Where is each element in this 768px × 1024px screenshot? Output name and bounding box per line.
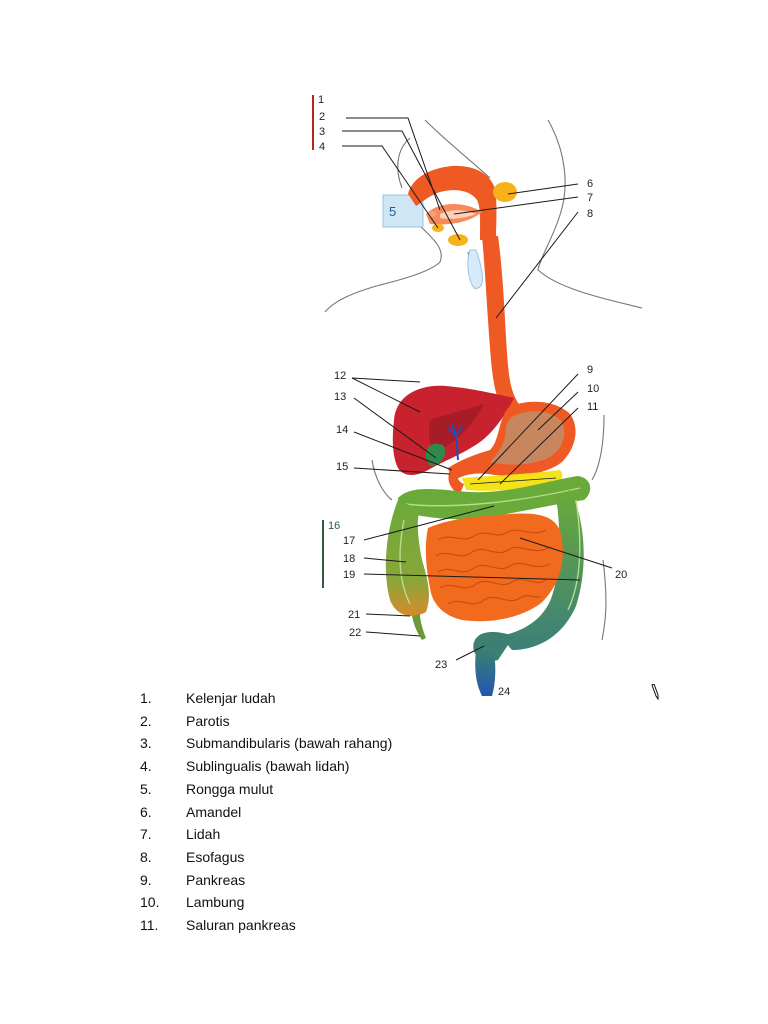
callout-8: 8 [587,208,593,220]
callout-16: 16 [328,520,340,532]
legend-label: Lidah [186,826,221,843]
legend-number: 2. [140,712,152,729]
legend-list: 1. Kelenjar ludah 2. Parotis 3. Submandibul… [140,687,392,937]
legend-item: 5. Rongga mulut [140,778,392,801]
leader-lines [342,117,613,661]
legend-number: 8. [140,848,152,865]
callout-21: 21 [348,609,360,621]
liver-shade [428,404,484,450]
callout-11: 11 [587,401,598,413]
parotid-gland [493,182,517,202]
legend-item: 9. Pankreas [140,869,392,892]
callout-15: 15 [336,461,348,473]
legend-item: 7. Lidah [140,823,392,846]
gallbladder-shape [425,443,446,466]
stomach-inner [490,411,565,465]
pen-cursor-icon [651,684,659,700]
callout-3: 3 [319,126,325,138]
legend-item: 8. Esofagus [140,846,392,869]
callout-12: 12 [334,370,346,382]
legend-label: Submandibularis (bawah rahang) [186,735,393,752]
legend-item: 6. Amandel [140,801,392,824]
legend-item: 11. Saluran pankreas [140,914,392,937]
legend-number: 7. [140,826,152,843]
callout-6: 6 [587,178,593,190]
digestive-system-diagram: 1 2 3 4 5 6 7 8 9 10 11 12 13 14 15 16 1… [312,94,643,698]
transverse-colon [398,476,591,520]
legend-label: Pankreas [186,871,246,888]
legend-label: Saluran pankreas [186,917,296,934]
legend-label: Kelenjar ludah [186,690,276,706]
legend-label: Esofagus [186,848,245,865]
legend-item: 10. Lambung [140,891,392,914]
legend-number: 6. [140,803,152,820]
callout-10: 10 [587,383,599,395]
callout-4: 4 [319,141,325,153]
legend-item: 1. Kelenjar ludah [140,687,392,710]
legend-number: 4. [140,758,152,775]
legend-item: 2. Parotis [140,710,392,733]
callout-5: 5 [389,204,396,219]
callout-numbers: 1 2 3 4 5 6 7 8 9 10 11 12 13 14 15 16 1… [318,94,627,698]
body-outline [324,119,643,641]
callout-9: 9 [587,364,593,376]
bile-duct [447,423,463,461]
legend-label: Sublingualis (bawah lidah) [186,758,350,775]
legend-label: Parotis [186,712,230,729]
legend-number: 10. [140,894,160,911]
larynx-shape [467,249,483,289]
legend-number: 11. [140,917,159,934]
callout-20: 20 [615,569,627,581]
callout-18: 18 [343,553,355,565]
callout-17: 17 [343,535,355,547]
legend-label: Rongga mulut [186,780,274,797]
legend-label: Amandel [186,803,242,820]
callout-2: 2 [319,111,325,123]
legend-item: 4. Sublingualis (bawah lidah) [140,755,392,778]
legend-number: 1. [140,690,152,706]
callout-7: 7 [587,192,593,204]
appendix-shape [412,614,426,640]
descending-colon [500,490,584,650]
callout-24: 24 [498,686,510,698]
callout-14: 14 [336,424,348,436]
callout-1: 1 [318,94,324,106]
ascending-colon [385,500,429,616]
esophagus-shape [482,236,524,420]
legend-number: 9. [140,871,152,888]
duodenum-shape [448,470,464,494]
legend-label: Lambung [186,894,245,911]
callout-22: 22 [349,627,361,639]
callout-23: 23 [435,659,447,671]
callout-19: 19 [343,569,355,581]
small-intestine-folds [435,529,551,605]
rectum-shape [475,650,496,696]
legend-number: 3. [140,735,152,752]
callout-13: 13 [334,391,346,403]
submandibular-gland [448,234,468,246]
legend-number: 5. [140,780,152,797]
legend-item: 3. Submandibularis (bawah rahang) [140,732,392,755]
pancreatic-duct [469,477,557,485]
